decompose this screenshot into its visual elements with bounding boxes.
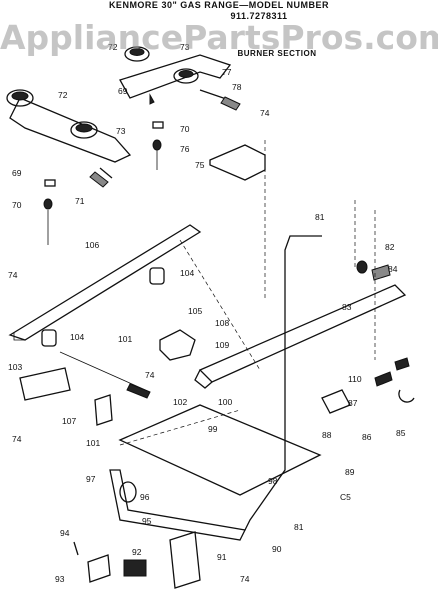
orifice-76 <box>152 139 162 151</box>
bracket-91 <box>169 531 201 589</box>
rear-burner-assembly <box>119 46 241 111</box>
label-73-rear: 73 <box>180 42 190 52</box>
section-title: BURNER SECTION <box>237 49 317 58</box>
spacer-104-right <box>149 267 165 285</box>
label-72-front: 72 <box>58 90 68 100</box>
small-parts-upper <box>43 93 164 245</box>
label-75: 75 <box>195 160 205 170</box>
label-104-right: 104 <box>180 268 194 278</box>
label-70-right: 70 <box>180 124 190 134</box>
heat-shield-75 <box>209 144 266 181</box>
label-82: 82 <box>385 242 395 252</box>
label-99: 99 <box>208 424 218 434</box>
label-93: 93 <box>55 574 65 584</box>
label-74-b: 74 <box>8 270 18 280</box>
label-89: 89 <box>345 467 355 477</box>
bracket-103 <box>19 367 71 401</box>
label-78: 78 <box>232 82 242 92</box>
screw-94 <box>73 541 79 556</box>
regulator-88 <box>321 389 351 414</box>
diagram-title: KENMORE 30" GAS RANGE—MODEL NUMBER <box>108 0 330 10</box>
label-105: 105 <box>188 306 202 316</box>
burner-plate-98 <box>118 404 322 496</box>
label-95: 95 <box>142 516 152 526</box>
label-101-upper: 101 <box>118 334 132 344</box>
label-98: 98 <box>268 476 278 486</box>
bracket-107 <box>94 394 113 426</box>
label-c5: C5 <box>340 492 351 502</box>
label-101-lower: 101 <box>86 438 100 448</box>
label-100: 100 <box>218 397 232 407</box>
label-87: 87 <box>348 398 358 408</box>
label-97: 97 <box>86 474 96 484</box>
part-82 <box>356 260 368 274</box>
burner-tube-97 <box>109 469 246 541</box>
label-92: 92 <box>132 547 142 557</box>
valve-105 <box>159 329 196 361</box>
clip-85 <box>398 389 415 403</box>
manifold-83 <box>198 284 407 383</box>
wire-102 <box>59 351 151 393</box>
watermark: AppliancePartsPros.com <box>0 18 438 57</box>
label-88: 88 <box>322 430 332 440</box>
label-94: 94 <box>60 528 70 538</box>
bracket-93 <box>87 554 111 583</box>
label-102: 102 <box>173 397 187 407</box>
label-73-front: 73 <box>116 126 126 136</box>
bracket-70-left <box>44 179 56 187</box>
label-74-a: 74 <box>260 108 270 118</box>
label-76: 76 <box>180 144 190 154</box>
label-84: 84 <box>388 264 398 274</box>
orifice-71 <box>43 198 53 210</box>
bracket-70-right <box>152 121 164 129</box>
part-84 <box>371 264 391 281</box>
label-103: 103 <box>8 362 22 372</box>
label-70-left: 70 <box>12 200 22 210</box>
label-81-upper: 81 <box>315 212 325 222</box>
label-71: 71 <box>75 196 85 206</box>
label-74-d: 74 <box>240 574 250 584</box>
label-72-rear: 72 <box>108 42 118 52</box>
label-81-lower: 81 <box>294 522 304 532</box>
ignitor-block-92 <box>123 559 147 577</box>
label-83: 83 <box>342 302 352 312</box>
burner-support-106 <box>8 224 202 341</box>
part-labels: 72 73 77 78 69 74 70 76 75 71 106 104 81… <box>8 42 406 584</box>
gas-line-89 <box>244 235 322 531</box>
label-69-rear: 69 <box>118 86 128 96</box>
label-69-front: 69 <box>12 168 22 178</box>
label-106: 106 <box>85 240 99 250</box>
label-104-left: 104 <box>70 332 84 342</box>
label-109: 109 <box>215 340 229 350</box>
label-74-e: 74 <box>12 434 22 444</box>
label-74-c: 74 <box>145 370 155 380</box>
label-110: 110 <box>348 374 362 384</box>
front-burner-assembly <box>6 89 132 188</box>
burner-collar-96 <box>119 481 137 503</box>
label-96: 96 <box>140 492 150 502</box>
label-85: 85 <box>396 428 406 438</box>
label-77: 77 <box>222 67 232 77</box>
label-90: 90 <box>272 544 282 554</box>
label-107: 107 <box>62 416 76 426</box>
part-110 <box>374 371 393 387</box>
label-91: 91 <box>217 552 227 562</box>
label-86: 86 <box>362 432 372 442</box>
spacer-104-left <box>41 329 57 347</box>
model-number: 911.7278311 <box>230 11 288 21</box>
label-108: 108 <box>215 318 229 328</box>
